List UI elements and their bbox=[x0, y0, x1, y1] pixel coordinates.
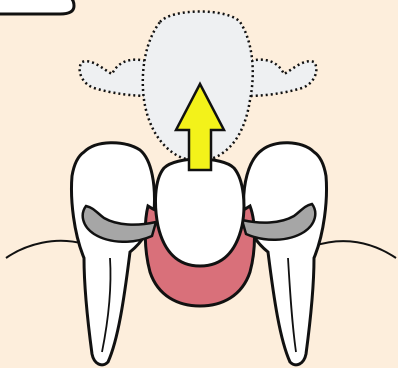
artificial-tooth bbox=[156, 159, 244, 266]
gum-line-left bbox=[6, 241, 84, 258]
ghost-denture-right-wing bbox=[246, 60, 316, 96]
label-box bbox=[0, 0, 74, 14]
gum-line-right bbox=[314, 241, 396, 258]
left-abutment-tooth bbox=[72, 143, 155, 365]
ghost-denture-left-wing bbox=[80, 60, 150, 96]
right-abutment-tooth bbox=[244, 143, 327, 365]
